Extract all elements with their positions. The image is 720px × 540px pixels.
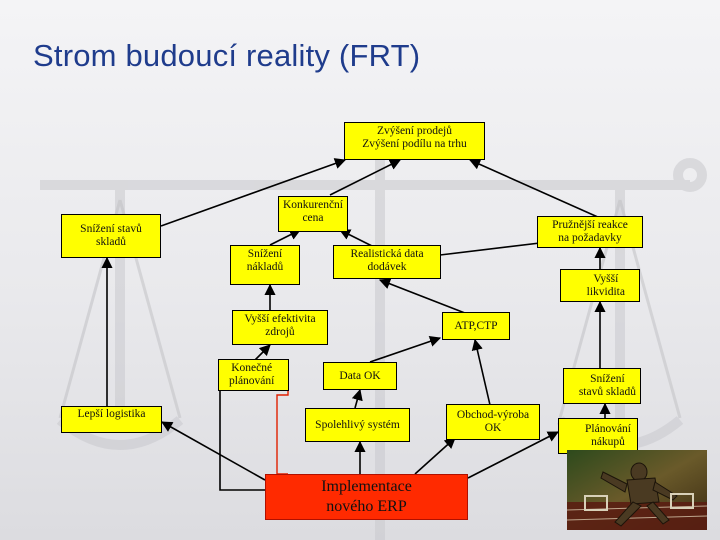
page-title: Strom budoucí reality (FRT) (33, 38, 421, 73)
edge-dataok-to-atp (369, 335, 442, 363)
node-spolehlivy-system: Spolehlivý systém (305, 408, 410, 442)
node-data-ok: Data OK (323, 362, 397, 390)
node-planovani-nakupu: Plánování nákupů (558, 418, 638, 454)
edge-obchod-to-atp (471, 338, 491, 406)
node-implementace-erp: Implementace nového ERP (265, 474, 468, 520)
edge-implementace-to-obchod (414, 437, 456, 475)
edge-implementace-to-logistika (161, 421, 266, 481)
node-konkurencni-cena: Konkurenční cena (278, 196, 348, 232)
node-vyssi-likvidita: Vyšší likvidita (560, 269, 640, 302)
node-vyssi-efektivita: Vyšší efektivita zdrojů (232, 310, 328, 345)
edge-pruznejsi-to-prodeju (468, 158, 601, 219)
runner-image (567, 450, 707, 530)
node-zvyseni-prodeju: Zvýšení prodejů Zvýšení podílu na trhu (344, 122, 485, 160)
node-lepsi-logistika: Lepší logistika (61, 406, 162, 433)
edge-atp-to-realisticka (378, 278, 471, 316)
edge-konecne-to-efektivita (254, 344, 271, 361)
edge-red-connector (276, 388, 289, 475)
edge-nakladu-to-konkurencni (269, 229, 302, 246)
node-snizeni-stavu-skladu-left: Snížení stavů skladů (61, 214, 161, 258)
edge-snizeni-left-to-prodeju (160, 158, 347, 227)
edge-implementace-to-planovani (467, 431, 559, 479)
node-konecne-planovani: Konečné plánování (218, 359, 289, 391)
node-snizeni-stavu-skladu-right: Snížení stavů skladů (563, 368, 641, 404)
node-realisticka-data: Realistická data dodávek (333, 245, 441, 279)
node-obchod-vyroba: Obchod-výroba OK (446, 404, 540, 440)
edge-konkurencni-to-prodeju (329, 159, 402, 196)
node-pruznejsi-reakce: Pružnější reakce na požadavky (537, 216, 643, 248)
node-snizeni-nakladu: Snížení nákladů (230, 245, 300, 285)
edge-spolehlivy-to-dataok (351, 388, 363, 409)
node-atp-ctp: ATP,CTP (442, 312, 510, 340)
edge-implementace-to-konecne (219, 386, 265, 491)
